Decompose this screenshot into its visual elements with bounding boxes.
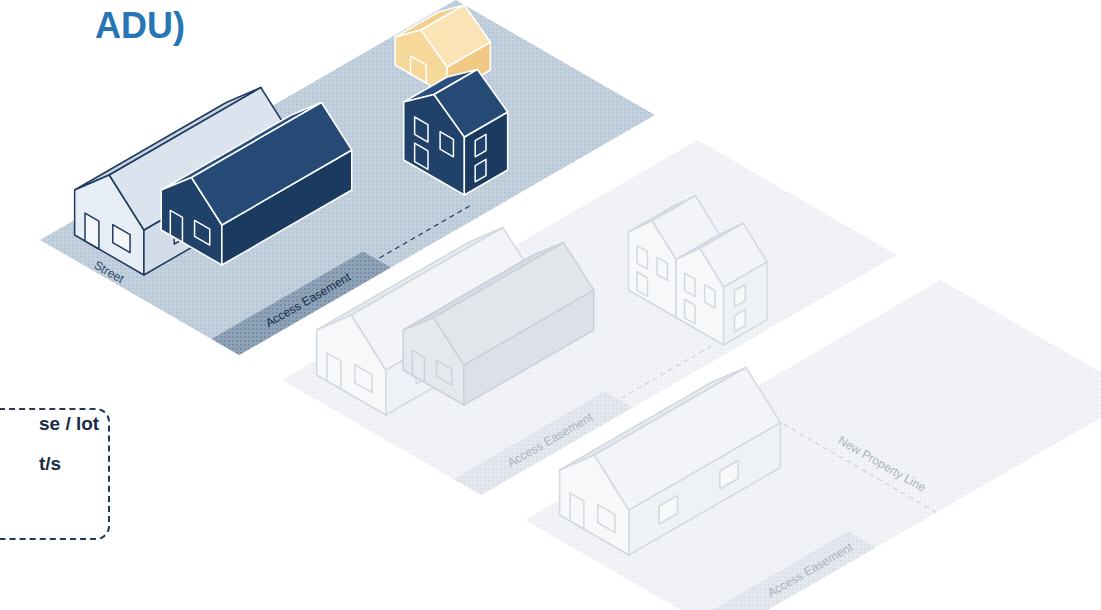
property-line-label: New Property Line	[836, 433, 928, 494]
roof-plane	[594, 368, 780, 511]
window	[415, 143, 428, 169]
roof-plane	[421, 5, 490, 67]
roof-plane	[192, 103, 352, 226]
easement-label: Access Easement	[765, 539, 855, 599]
window	[734, 309, 745, 331]
easement-texture	[696, 532, 875, 610]
easement-label: Access Easement	[263, 269, 353, 329]
ground-layer	[40, 0, 1101, 610]
street-label: Street	[92, 258, 127, 286]
window	[720, 461, 738, 490]
note-text: t/s	[39, 453, 61, 475]
roof-plane	[434, 70, 508, 138]
house	[161, 103, 352, 266]
house	[560, 368, 781, 556]
window	[570, 493, 584, 529]
window	[685, 299, 695, 324]
window	[113, 225, 130, 253]
window	[415, 117, 428, 142]
window	[85, 213, 99, 249]
window	[734, 284, 745, 306]
house	[403, 243, 594, 406]
easement-strip	[696, 532, 875, 610]
lot-ground	[525, 280, 1101, 610]
window	[412, 350, 424, 382]
note-text: se / lot	[39, 413, 99, 435]
house	[404, 70, 508, 196]
window	[598, 505, 615, 533]
window	[195, 220, 210, 245]
window	[475, 134, 486, 156]
house-layer	[75, 5, 781, 555]
window	[440, 132, 453, 157]
window	[411, 56, 427, 83]
roof-plane	[700, 223, 767, 287]
window	[437, 360, 452, 385]
window	[637, 246, 647, 269]
note-box: se / lot t/s	[0, 408, 110, 540]
window	[170, 210, 182, 242]
window	[475, 159, 486, 181]
house	[676, 223, 767, 345]
window	[657, 257, 667, 280]
window	[355, 365, 372, 393]
roof-plane	[434, 243, 594, 366]
easement-label: Access Easement	[505, 409, 595, 469]
window	[327, 353, 341, 389]
window	[705, 285, 715, 308]
window	[685, 273, 695, 296]
window	[659, 496, 677, 525]
window	[637, 272, 647, 297]
lot-texture	[525, 280, 1101, 610]
heading: ADU)	[95, 6, 185, 46]
